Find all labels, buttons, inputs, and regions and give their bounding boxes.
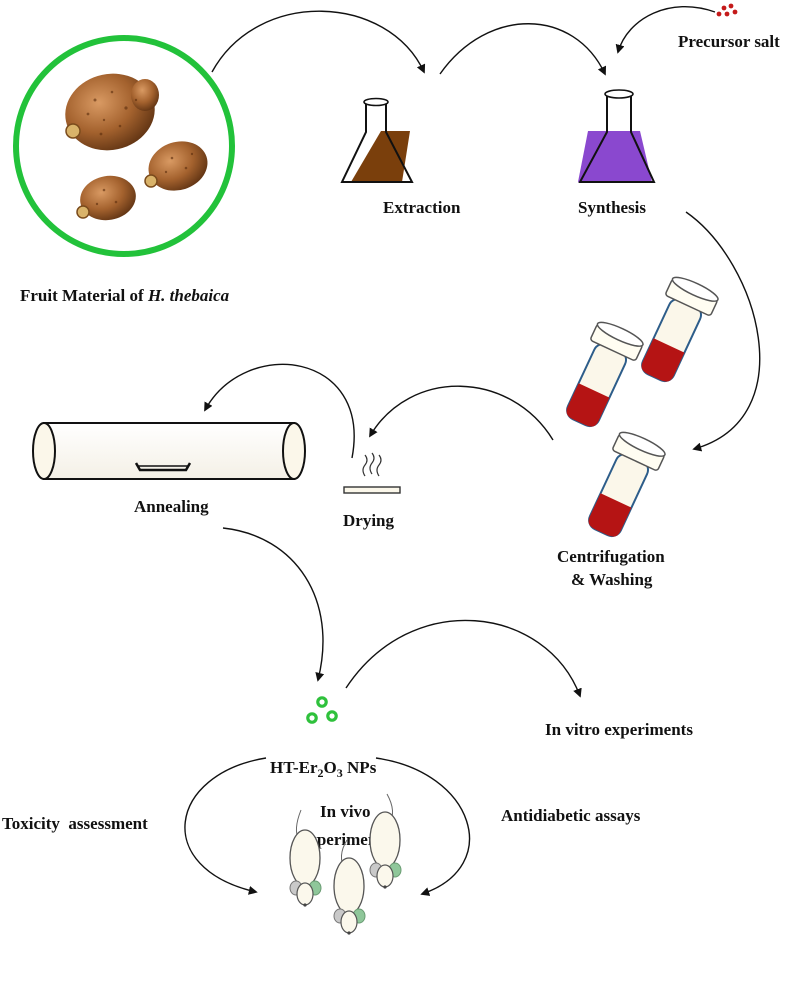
precursor-salt: Precursor salt — [678, 3, 780, 51]
in-vivo-label-line2: Experiments — [297, 830, 390, 849]
arrow-drying-to-annealing — [204, 363, 355, 459]
fruit-small-left — [76, 175, 136, 221]
arrow-nanoparticles-to-mice-right — [375, 757, 471, 896]
nanoparticles-step: HT-Er2O3 NPs — [270, 696, 377, 780]
nanoparticle-icon — [306, 696, 338, 724]
precursor-salt-label: Precursor salt — [678, 32, 780, 51]
mouse-icon — [333, 839, 366, 935]
arrow-precursor-to-synthesis — [615, 6, 716, 54]
arrow-centrifugation-to-drying — [369, 385, 554, 441]
arrow-fruit-to-extraction — [211, 10, 426, 74]
arrow-annealing-to-nanoparticles — [222, 527, 325, 682]
flask-icon — [340, 97, 414, 183]
extraction-label: Extraction — [383, 198, 461, 217]
annealing-label: Annealing — [134, 497, 209, 516]
centrifugation-label-line2: & Washing — [571, 570, 653, 589]
drying-step: Drying — [343, 452, 401, 530]
annealing-step: Annealing — [32, 422, 306, 516]
drying-dish-icon — [343, 452, 401, 494]
centrifugation-label-line1: Centrifugation — [557, 547, 665, 566]
drying-label: Drying — [343, 511, 395, 530]
fruit-image — [65, 73, 208, 221]
furnace-tube-icon — [32, 422, 306, 480]
precursor-dots-icon — [716, 3, 738, 17]
arrow-extraction-to-synthesis — [439, 23, 607, 76]
flask-icon — [578, 89, 656, 183]
arrow-nanoparticles-to-mice-left — [184, 757, 267, 895]
fruit-small-right — [144, 141, 208, 191]
synthesis-label: Synthesis — [578, 198, 646, 217]
extraction-step: Extraction — [340, 97, 461, 217]
in-vivo-label-line1: In vivo — [320, 802, 371, 821]
synthesis-step: Synthesis — [578, 89, 656, 217]
fruit-material-label: Fruit Material of H. thebaica — [20, 286, 230, 305]
fruit-large — [65, 73, 159, 151]
mouse-icon — [369, 793, 402, 889]
centrifugation-step: Centrifugation & Washing — [557, 276, 719, 589]
fruit-material-group: Fruit Material of H. thebaica — [13, 35, 235, 305]
tube-icon — [588, 431, 666, 538]
tube-icon — [566, 321, 644, 428]
nanoparticles-label: HT-Er2O3 NPs — [270, 758, 377, 780]
arrow-synthesis-to-centrifugation — [685, 211, 761, 452]
toxicity-label: Toxicity assessment — [2, 814, 148, 833]
arrow-nanoparticles-to-in-vitro — [345, 619, 582, 698]
antidiabetic-label: Antidiabetic assays — [501, 806, 641, 825]
tube-icon — [641, 276, 719, 383]
mouse-icon — [289, 809, 322, 907]
in-vitro-label: In vitro experiments — [545, 720, 693, 739]
mice-group — [289, 793, 402, 935]
